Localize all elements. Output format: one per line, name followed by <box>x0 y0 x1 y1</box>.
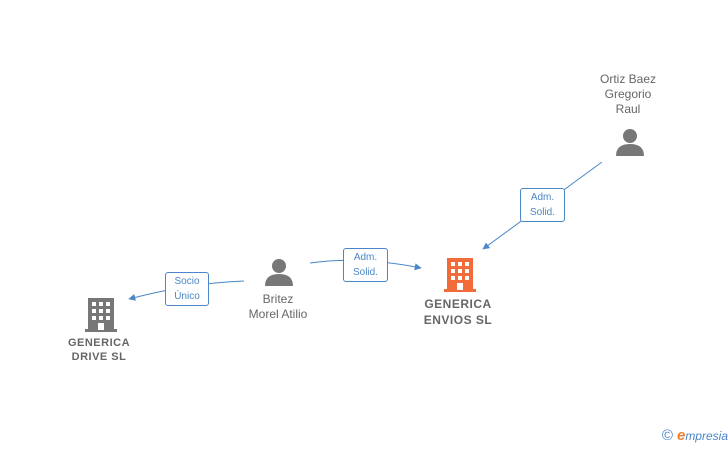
copyright-symbol: © <box>661 427 673 444</box>
brand-logo-text: mpresia <box>685 428 728 443</box>
edge-label-britez-drive: Socio Único <box>165 272 209 306</box>
person-icon <box>265 259 293 286</box>
building-icon <box>444 258 476 292</box>
edge-label-britez-envios: Adm. Solid. <box>343 248 388 282</box>
person-name-britez[interactable]: Britez Morel Atilio <box>248 292 308 321</box>
person-icon <box>616 129 644 156</box>
edge-label-ortiz-envios: Adm. Solid. <box>520 188 565 222</box>
company-name-envios[interactable]: GENERICA ENVIOS SL <box>423 297 493 327</box>
building-icon <box>85 298 117 332</box>
brand-logo-initial: e <box>676 427 686 444</box>
person-name-ortiz[interactable]: Ortiz Baez Gregorio Raul <box>599 72 656 116</box>
footer-brand: © e mpresia <box>662 427 728 444</box>
company-name-drive[interactable]: GENERICA DRIVE SL <box>67 337 131 363</box>
